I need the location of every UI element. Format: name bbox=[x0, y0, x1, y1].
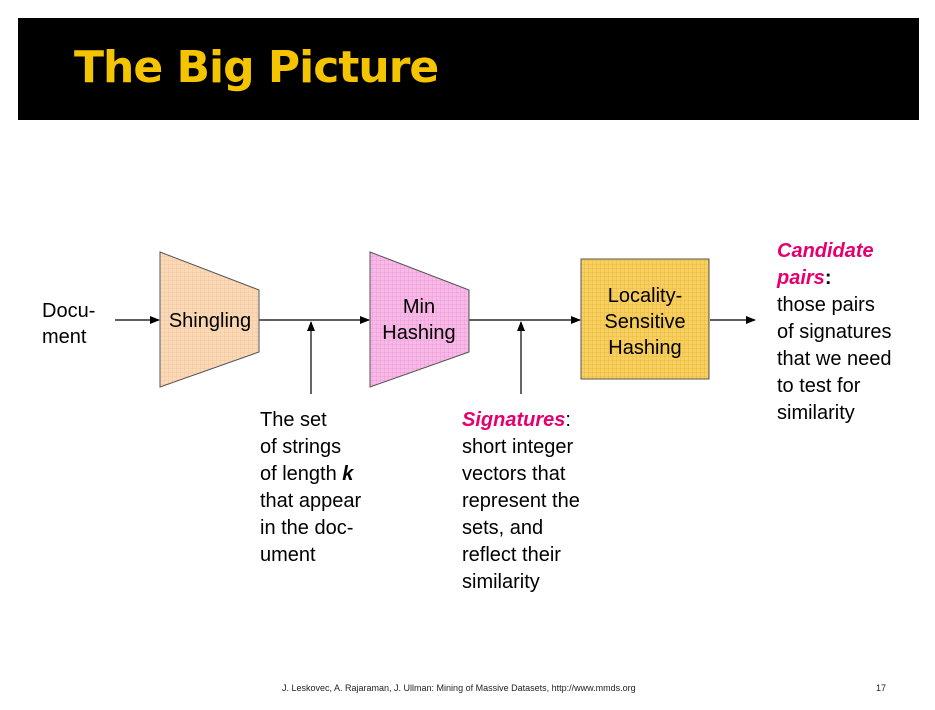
signatures-note-line: similarity bbox=[462, 571, 540, 593]
shingling-label: Shingling bbox=[169, 310, 251, 332]
shingling-stage bbox=[159, 251, 260, 388]
footer-citation: J. Leskovec, A. Rajaraman, J. Ullman: Mi… bbox=[282, 683, 636, 693]
candidates-note-line: to test for bbox=[777, 375, 861, 397]
input-label-line2: ment bbox=[42, 326, 87, 348]
lsh-stage bbox=[580, 258, 710, 380]
candidates-term-line2: pairs bbox=[777, 267, 825, 289]
signatures-note-line: reflect their bbox=[462, 544, 561, 566]
signatures-note-line: vectors that bbox=[462, 463, 566, 485]
minhash-label-line2: Hashing bbox=[382, 322, 455, 344]
shingles-note-line: The set bbox=[260, 409, 327, 431]
signatures-note-line: short integer bbox=[462, 436, 574, 458]
shingles-note-line: that appear bbox=[260, 490, 362, 512]
candidates-note-line: that we need bbox=[777, 348, 892, 370]
candidates-term-line1: Candidate bbox=[777, 240, 874, 262]
input-label-line1: Docu- bbox=[42, 300, 95, 322]
signatures-term: Signatures bbox=[462, 409, 566, 431]
signatures-note-line: sets, and bbox=[462, 517, 544, 539]
candidates-note-line: those pairs bbox=[777, 294, 875, 316]
candidates-colon: : bbox=[824, 267, 832, 289]
candidates-note-line: pairs: bbox=[777, 265, 892, 292]
page-number: 17 bbox=[876, 683, 887, 693]
shingles-note-line: of strings bbox=[260, 436, 342, 458]
lsh-label-line2: Sensitive bbox=[604, 311, 685, 333]
candidates-note-line: similarity bbox=[777, 402, 855, 424]
title-bar: The Big Picture bbox=[18, 18, 919, 120]
signatures-note-line: represent the bbox=[462, 490, 580, 512]
lsh-label-line3: Hashing bbox=[608, 337, 681, 359]
lsh-label-line1: Locality- bbox=[608, 285, 682, 307]
minhash-label-line1: Min bbox=[403, 296, 435, 318]
shingles-note-text: of length bbox=[260, 463, 343, 485]
shingles-note-line: of length k bbox=[260, 461, 361, 488]
candidates-note: Candidate pairs: those pairs of signatur… bbox=[777, 238, 892, 427]
candidates-note-line: of signatures bbox=[777, 321, 892, 343]
signatures-note: Signatures: short integer vectors that r… bbox=[462, 407, 580, 596]
signatures-colon: : bbox=[565, 409, 571, 431]
slide-title: The Big Picture bbox=[74, 42, 439, 93]
shingles-note: The set of strings of length k that appe… bbox=[260, 407, 361, 569]
shingles-note-line: ument bbox=[260, 544, 316, 566]
shingle-length-k: k bbox=[342, 463, 354, 485]
minhash-stage bbox=[369, 251, 470, 388]
signatures-note-line: Signatures: bbox=[462, 407, 580, 434]
shingles-note-line: in the doc- bbox=[260, 517, 354, 539]
